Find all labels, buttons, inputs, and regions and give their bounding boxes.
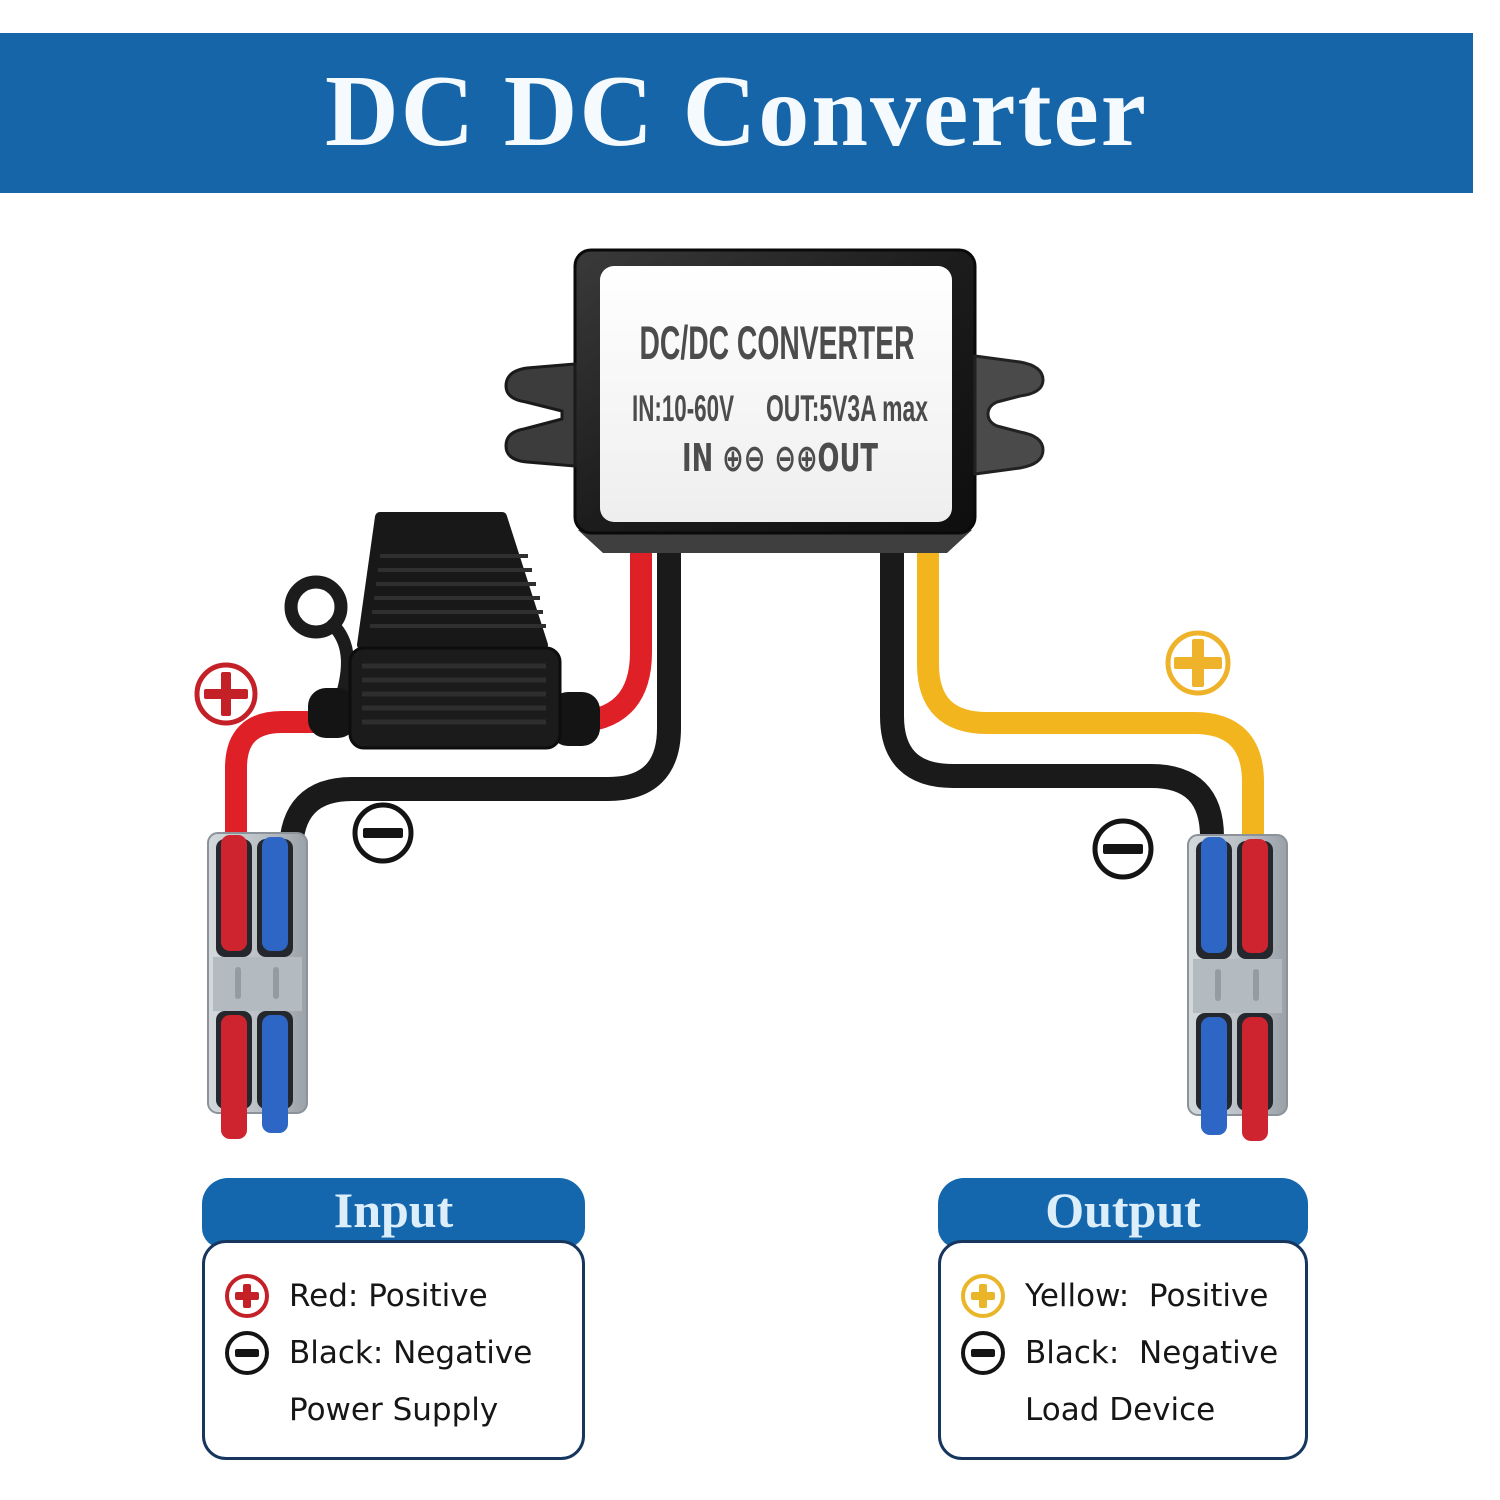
- converter-polarity-line: IN ⊕⊖ ⊖⊕OUT: [682, 436, 878, 480]
- output-panel-title: Output: [1045, 1182, 1201, 1238]
- blue-lever: [262, 1015, 288, 1133]
- input-panel: Input Red: Positive Black: Negative Powe…: [202, 1178, 585, 1460]
- input-negative-badge: [352, 802, 414, 864]
- legend-label: Yellow: Positive: [1025, 1277, 1269, 1314]
- legend-row: Black: Negative: [961, 1324, 1295, 1381]
- fuse-body: [348, 646, 562, 750]
- input-positive-wire-lower: [225, 711, 322, 878]
- mounting-tab-left: [504, 362, 577, 468]
- legend-row: Black: Negative: [225, 1324, 572, 1381]
- converter-spec-out: OUT:5V3A max: [766, 388, 928, 429]
- output-positive-badge: [1165, 630, 1231, 696]
- converter-spec-in: IN:10-60V: [632, 388, 734, 429]
- input-positive-badge: [194, 662, 258, 726]
- legend-label: Black: Negative: [1025, 1334, 1279, 1371]
- legend-label: Power Supply: [289, 1391, 499, 1428]
- plus-circle-yellow-icon: [961, 1273, 1005, 1318]
- converter-title: DC/DC CONVERTER: [640, 316, 915, 369]
- fuse-left-nub: [308, 688, 356, 738]
- legend-row: Power Supply: [225, 1381, 572, 1438]
- output-panel-header: Output: [938, 1178, 1308, 1248]
- input-negative-wire: [279, 505, 681, 878]
- converter-label: [600, 266, 952, 522]
- plus-bar-v: [221, 672, 231, 716]
- minus-bar: [1103, 844, 1143, 854]
- blue-lever: [1201, 1017, 1227, 1135]
- plus-circle-red-icon: [225, 1273, 269, 1318]
- plus-bar-v: [1192, 639, 1204, 687]
- output-panel-body: Yellow: Positive Black: Negative Load De…: [938, 1240, 1308, 1460]
- mid-slit: [273, 967, 279, 999]
- legend-row: Yellow: Positive: [961, 1267, 1295, 1324]
- red-lever: [1242, 1017, 1268, 1141]
- input-panel-title: Input: [333, 1182, 454, 1238]
- input-panel-body: Red: Positive Black: Negative Power Supp…: [202, 1240, 585, 1460]
- legend-label: Load Device: [1025, 1391, 1216, 1428]
- output-negative-wire: [880, 505, 1224, 880]
- mounting-tab-right: [973, 354, 1045, 476]
- output-negative-badge: [1092, 818, 1154, 880]
- legend-label: Black: Negative: [289, 1334, 533, 1371]
- mid-slit: [1253, 969, 1259, 1001]
- fuse-cap-ribs: [370, 554, 546, 628]
- output-splice-connector: [1187, 834, 1288, 1141]
- connector-mid-band: [1193, 959, 1282, 1013]
- blue-lever: [262, 837, 288, 951]
- converter-module: DC/DC CONVERTER IN:10-60V OUT:5V3A max I…: [504, 248, 1045, 553]
- mid-slit: [1215, 969, 1221, 1001]
- output-panel: Output Yellow: Positive Black: Negative …: [938, 1178, 1308, 1460]
- minus-bar: [363, 828, 403, 838]
- red-lever: [1242, 839, 1268, 953]
- blue-lever: [1201, 837, 1227, 953]
- fuse-body-ribs: [362, 663, 546, 725]
- minus-circle-black-icon: [225, 1330, 269, 1375]
- legend-row: Load Device: [961, 1381, 1295, 1438]
- fuse-clip-loop: [284, 575, 348, 639]
- minus-circle-black-icon: [961, 1330, 1005, 1375]
- converter-base: [578, 530, 972, 553]
- mid-slit: [235, 967, 241, 999]
- connector-mid-band: [213, 957, 302, 1011]
- red-lever: [221, 1015, 247, 1139]
- title-banner: DC DC Converter: [0, 33, 1473, 193]
- input-panel-header: Input: [202, 1178, 585, 1248]
- red-lever: [221, 835, 247, 951]
- input-splice-connector: [207, 832, 308, 1139]
- page-title: DC DC Converter: [324, 55, 1149, 168]
- legend-label: Red: Positive: [289, 1277, 488, 1314]
- fuse-holder: [284, 512, 600, 750]
- output-positive-wire: [917, 505, 1264, 880]
- fuse-right-nub: [550, 692, 600, 746]
- legend-row: Red: Positive: [225, 1267, 572, 1324]
- wires: [225, 505, 1264, 880]
